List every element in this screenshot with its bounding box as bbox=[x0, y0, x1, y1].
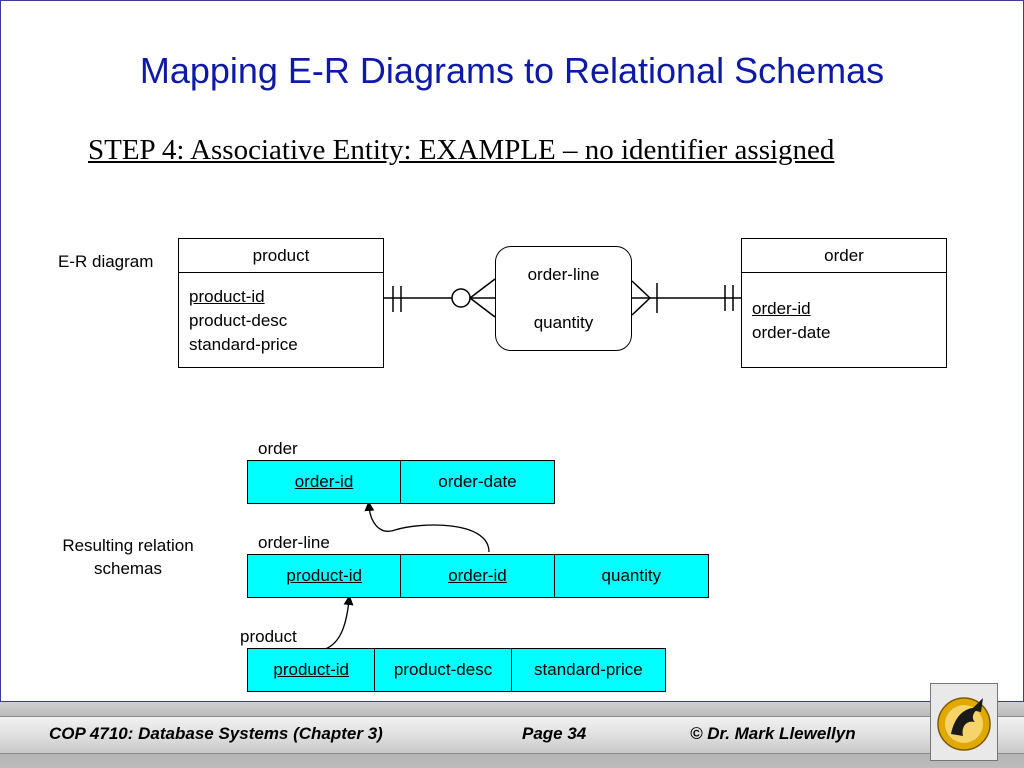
logo-frame bbox=[930, 683, 998, 761]
relation-schemas-label: Resulting relation schemas bbox=[62, 536, 194, 578]
order-line-relation: product-id order-id quantity bbox=[247, 554, 709, 598]
slide-subtitle: STEP 4: Associative Entity: EXAMPLE – no… bbox=[88, 134, 835, 166]
order-relation: order-id order-date bbox=[247, 460, 555, 504]
product-entity-name: product bbox=[179, 239, 383, 273]
product-relation-name: product bbox=[240, 627, 297, 646]
order-line-relation-name: order-line bbox=[258, 533, 330, 552]
product-id-attribute: product-id bbox=[189, 287, 265, 306]
footer-course: COP 4710: Database Systems (Chapter 3) bbox=[49, 724, 383, 743]
er-diagram-label: E-R diagram bbox=[58, 252, 154, 271]
footer-bar bbox=[0, 716, 1024, 754]
slide-title: Mapping E-R Diagrams to Relational Schem… bbox=[139, 50, 885, 91]
relation-column-order-id: order-id bbox=[248, 461, 401, 503]
product-entity-attributes: product-id product-desc standard-price bbox=[179, 273, 383, 369]
order-entity-attributes: order-id order-date bbox=[742, 273, 946, 357]
standard-price-attribute: standard-price bbox=[189, 335, 298, 354]
product-relation: product-id product-desc standard-price bbox=[247, 648, 666, 692]
product-entity: product product-id product-desc standard… bbox=[178, 238, 384, 368]
footer-author: © Dr. Mark Llewellyn bbox=[690, 724, 856, 743]
relation-column-product-id: product-id bbox=[248, 555, 402, 597]
order-relation-name: order bbox=[258, 439, 298, 458]
footer-page-number: Page 34 bbox=[522, 724, 587, 743]
order-line-associative-entity: order-line quantity bbox=[495, 246, 632, 351]
relation-column-product-desc: product-desc bbox=[375, 649, 512, 691]
product-desc-attribute: product-desc bbox=[189, 311, 288, 330]
order-entity-name: order bbox=[742, 239, 946, 273]
relation-column-order-id: order-id bbox=[401, 555, 555, 597]
ucf-pegasus-logo-icon bbox=[937, 697, 991, 751]
relation-column-product-id: product-id bbox=[248, 649, 376, 691]
associative-entity-name: order-line bbox=[527, 265, 600, 284]
relation-column-standard-price: standard-price bbox=[534, 660, 643, 679]
associative-entity-attribute: quantity bbox=[533, 313, 594, 332]
order-entity: order order-id order-date bbox=[741, 238, 947, 368]
order-id-attribute: order-id bbox=[752, 299, 811, 318]
relation-column-quantity: quantity bbox=[601, 566, 662, 585]
order-date-attribute: order-date bbox=[752, 323, 831, 342]
relation-column-order-date: order-date bbox=[438, 472, 517, 491]
